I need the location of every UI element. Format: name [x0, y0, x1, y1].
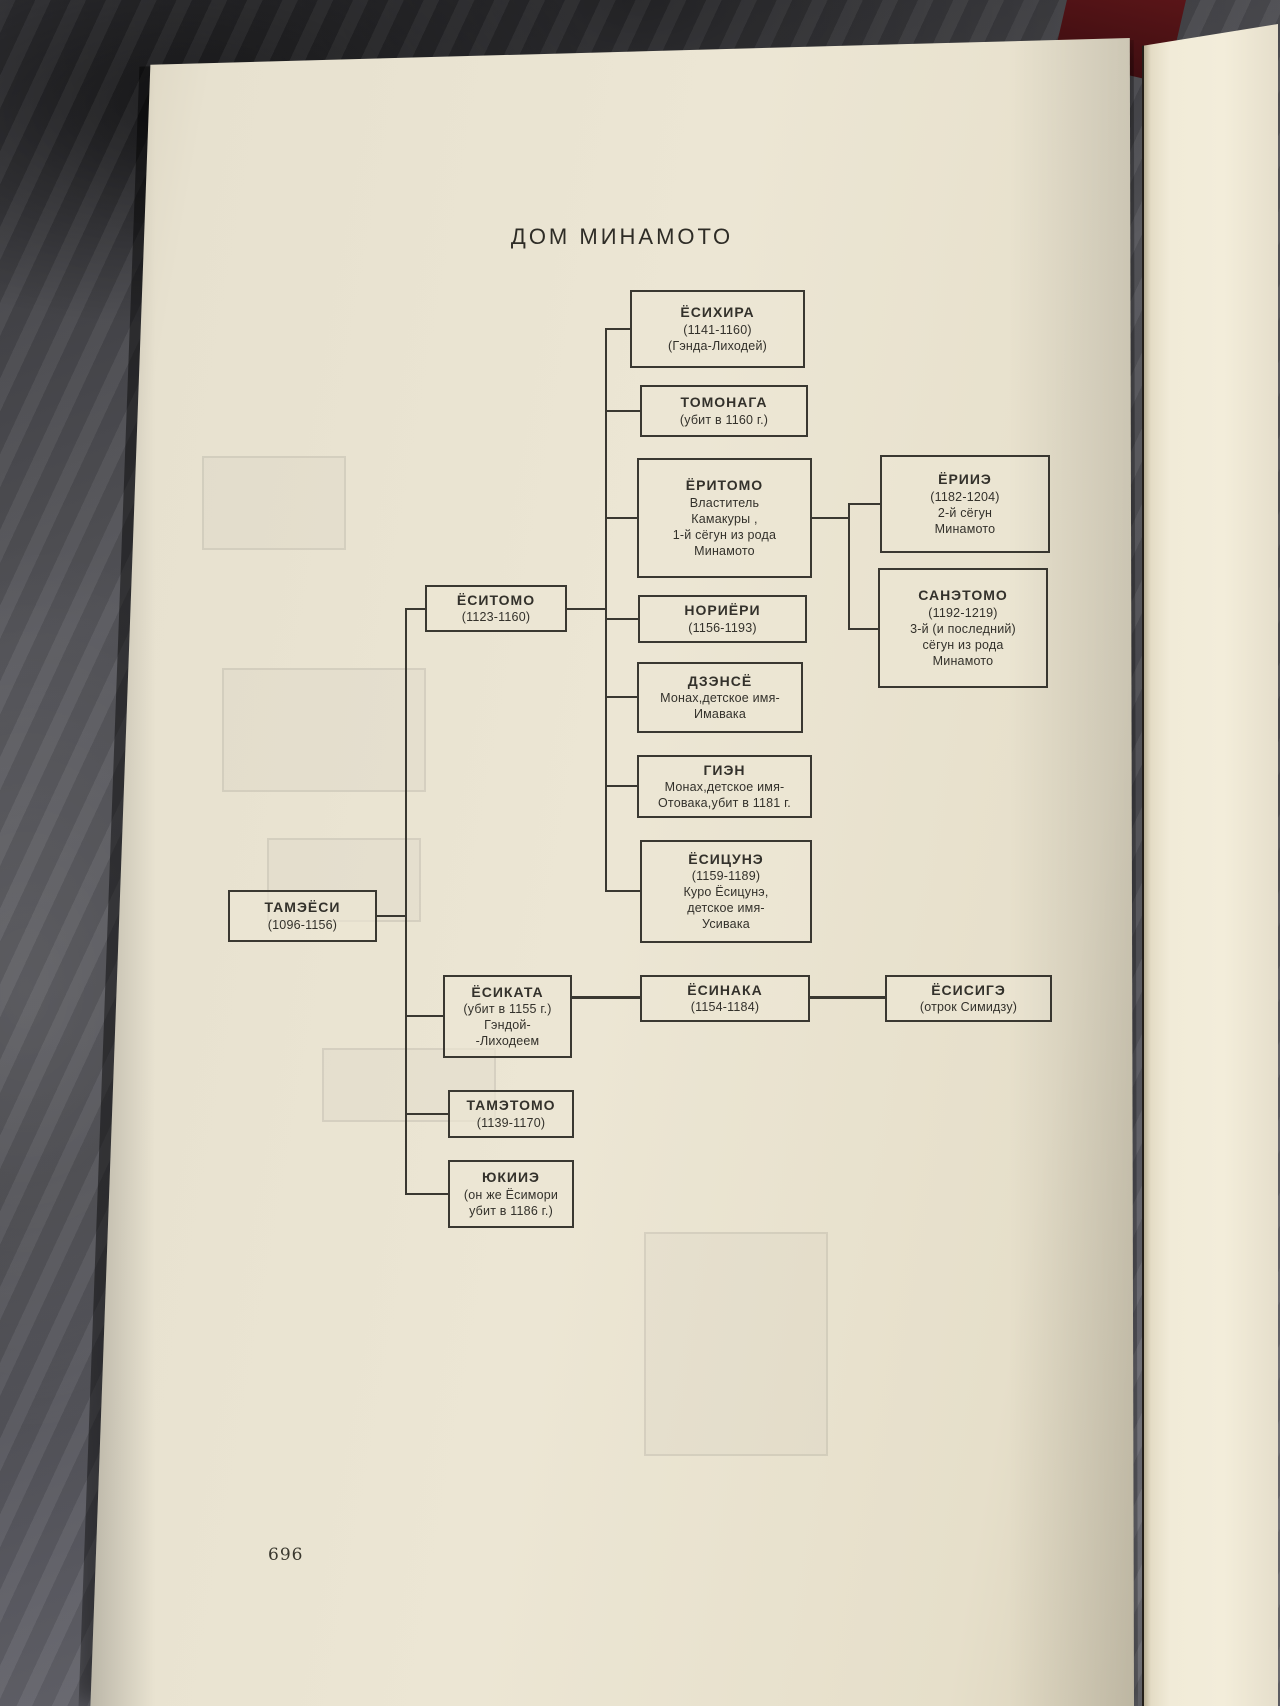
person-detail: (1141-1160) [683, 322, 752, 337]
tree-node-yoritomo: ЁРИТОМО Властитель Камакуры , 1-й сёгун … [637, 458, 812, 578]
person-detail: (убит в 1155 г.) [463, 1002, 552, 1017]
tree-node-yosikata: ЁСИКАТА (убит в 1155 г.) Гэндой- -Лиходе… [443, 975, 572, 1058]
tree-node-dzense: ДЗЭНСЁ Монах,детское имя- Имавака [637, 662, 803, 733]
tree-node-tameyosi: ТАМЭЁСИ (1096-1156) [228, 890, 377, 942]
show-through-ghost [322, 1048, 496, 1122]
tree-node-yositsune: ЁСИЦУНЭ (1159-1189) Куро Ёсицунэ, детско… [640, 840, 812, 943]
tree-edge [572, 996, 640, 999]
person-detail: сёгун из рода [922, 637, 1004, 652]
person-detail: (1182-1204) [930, 489, 1000, 504]
person-detail: Отовака,убит в 1181 г. [658, 796, 791, 811]
person-name: ТОМОНАГА [680, 394, 768, 411]
person-detail: 2-й сёгун [937, 505, 993, 520]
tree-node-yositomo: ЁСИТОМО (1123-1160) [425, 585, 567, 632]
person-name: ЁСИНАКА [687, 981, 763, 998]
person-detail: 3-й (и последний) [910, 621, 1016, 636]
tree-edge [848, 503, 850, 629]
show-through-ghost [222, 668, 426, 792]
tree-edge [605, 618, 638, 620]
person-detail: Гэндой- [484, 1018, 531, 1033]
tree-edge [405, 1113, 448, 1115]
person-detail: Имавака [693, 707, 747, 722]
tree-node-noriyori: НОРИЁРИ (1156-1193) [638, 595, 807, 643]
tree-node-yoriie: ЁРИИЭ (1182-1204) 2-й сёгун Минамото [880, 455, 1050, 553]
person-name: ДЗЭНСЁ [687, 672, 753, 689]
person-detail: (1154-1184) [690, 1000, 760, 1015]
person-name: ЁСИЦУНЭ [688, 850, 764, 867]
person-detail: (1139-1170) [476, 1115, 546, 1130]
person-name: ЁРИТОМО [685, 477, 764, 494]
tree-edge [605, 328, 607, 891]
person-name: ЮКИИЭ [481, 1169, 541, 1186]
person-name: ЁСИСИГЭ [931, 981, 1006, 998]
person-detail: (отрок Симидзу) [919, 1000, 1018, 1015]
person-detail: (убит в 1160 г.) [679, 412, 769, 427]
person-name: ГИЭН [703, 761, 746, 778]
person-name: ЁСИТОМО [456, 591, 536, 608]
tree-node-sanetomo: САНЭТОМО (1192-1219) 3-й (и последний) с… [878, 568, 1048, 688]
tree-node-yosinaka: ЁСИНАКА (1154-1184) [640, 975, 810, 1022]
person-detail: детское имя- [687, 901, 765, 916]
tree-edge [605, 696, 637, 698]
page-number: 696 [268, 1545, 304, 1565]
person-detail: Минамото [932, 653, 994, 668]
person-name: ТАМЭЁСИ [264, 899, 341, 916]
show-through-ghost [644, 1232, 828, 1456]
tree-edge [848, 503, 880, 505]
person-name: ТАМЭТОМО [466, 1097, 556, 1114]
tree-edge [605, 785, 637, 787]
person-detail: (он же Ёсимори [463, 1187, 559, 1202]
tree-node-yosisige: ЁСИСИГЭ (отрок Симидзу) [885, 975, 1052, 1022]
person-detail: 1-й сёгун из рода [672, 527, 777, 542]
tree-edge [605, 890, 640, 892]
tree-edge [405, 608, 425, 610]
person-name: САНЭТОМО [918, 587, 1008, 604]
person-detail: (1192-1219) [928, 605, 998, 620]
person-detail: -Лиходеем [475, 1034, 540, 1049]
tree-edge [567, 608, 605, 610]
tree-edge [810, 996, 885, 999]
person-detail: (1159-1189) [691, 869, 761, 884]
tree-edge [812, 517, 848, 519]
tree-edge [605, 517, 637, 519]
person-detail: Усивака [702, 917, 750, 932]
person-detail: Минамото [934, 521, 996, 536]
person-detail: (1156-1193) [688, 620, 757, 635]
person-detail: Монах,детское имя- [664, 780, 785, 795]
tree-node-tomonaga: ТОМОНАГА (убит в 1160 г.) [640, 385, 808, 437]
tree-node-yosihira: ЁСИХИРА (1141-1160) (Гэнда-Лиходей) [630, 290, 805, 368]
tree-edge [605, 410, 640, 412]
person-detail: Властитель [689, 495, 760, 510]
person-detail: (1123-1160) [461, 610, 531, 625]
book-page: ДОМ МИНАМОТО ЁСИХИРА (1141-1160) (Гэнда- [90, 38, 1134, 1706]
page-title: ДОМ МИНАМОТО [510, 224, 734, 249]
show-through-ghost [202, 456, 346, 550]
tree-edge [405, 1015, 443, 1017]
person-detail: Минамото [694, 543, 755, 558]
person-detail: Монах,детское имя- [660, 691, 780, 706]
tree-edge [377, 915, 405, 917]
person-name: НОРИЁРИ [684, 602, 761, 619]
adjacent-page-edge [1142, 24, 1278, 1706]
person-detail: (Гэнда-Лиходей) [668, 338, 767, 353]
tree-edge [405, 1193, 448, 1195]
tree-edge [405, 608, 407, 1195]
person-name: ЁСИКАТА [471, 983, 544, 1000]
tree-node-gien: ГИЭН Монах,детское имя- Отовака,убит в 1… [637, 755, 812, 818]
tree-edge [605, 328, 630, 330]
person-detail: убит в 1186 г.) [469, 1203, 553, 1218]
person-detail: (1096-1156) [267, 917, 338, 932]
person-detail: Куро Ёсицунэ, [683, 885, 769, 900]
tree-node-tametomo: ТАМЭТОМО (1139-1170) [448, 1090, 574, 1138]
person-name: ЁСИХИРА [680, 304, 755, 321]
tree-edge [848, 628, 878, 630]
person-detail: Камакуры , [691, 511, 758, 526]
tree-node-yukiie: ЮКИИЭ (он же Ёсимори убит в 1186 г.) [448, 1160, 574, 1228]
person-name: ЁРИИЭ [938, 471, 992, 488]
